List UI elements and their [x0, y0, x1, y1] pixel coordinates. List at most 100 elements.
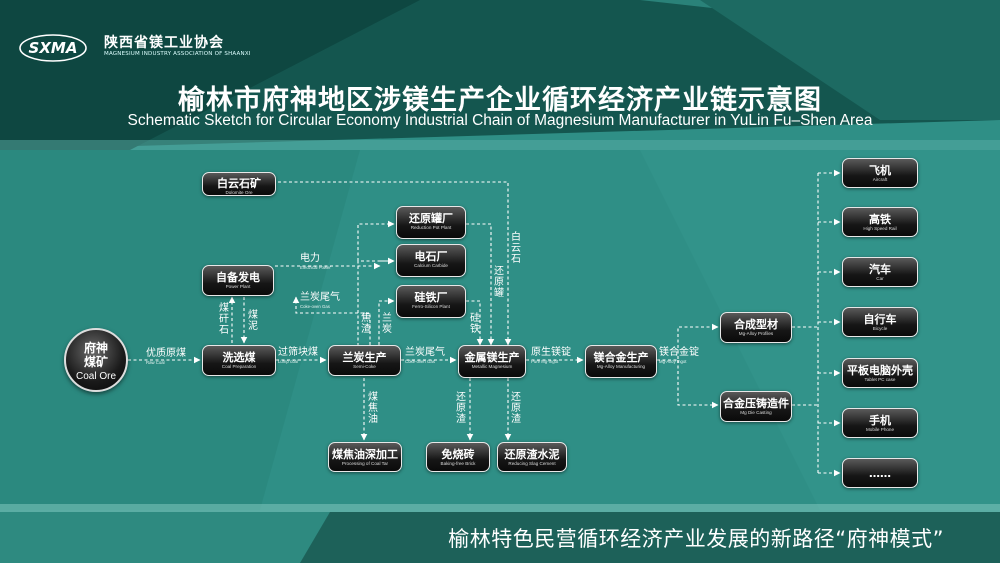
sxma-logo: SXMA — [19, 34, 87, 62]
footer-slogan: 榆林特色民营循环经济产业发展的新路径“府神模式” — [448, 527, 944, 551]
label-coke-gas-1-cn: 兰炭尾气 — [300, 292, 340, 303]
node-mg-alloy-cn: 镁合金生产 — [593, 351, 649, 364]
node-calcium-carbide-cn: 电石厂 — [414, 250, 448, 263]
page-title: 榆林市府神地区涉镁生产企业循环经济产业链示意图 — [178, 85, 822, 116]
product-aircraft-cn: 飞机 — [869, 164, 891, 177]
node-ferro-silicon-en: Ferro-Silicon Plant — [412, 304, 450, 309]
product-car-en: Car — [876, 276, 884, 281]
node-slag-cement-en: Reducing Slag Cement — [508, 461, 556, 466]
product-mobile-phone-cn: 手机 — [869, 414, 891, 427]
label-slime-cn: 煤泥 — [248, 310, 258, 332]
product-bicycle: 自行车 Bicycle — [842, 307, 918, 337]
node-alloy-profiles-cn: 合成型材 — [734, 318, 778, 331]
node-baking-free-brick-cn: 免烧砖 — [441, 448, 475, 461]
label-slag-2: 还原渣 — [511, 392, 523, 425]
label-slag-1: 还原渣 — [456, 392, 468, 425]
node-coal-tar-cn: 煤焦油深加工 — [332, 448, 398, 461]
node-coal-ore: 府神煤矿 Coal Ore — [64, 328, 128, 392]
product-bicycle-cn: 自行车 — [863, 313, 897, 326]
flow-arrows — [128, 169, 841, 477]
label-pure-ingot: 原生镁锭 Pure Mg-Ingot — [531, 347, 571, 364]
node-coal-preparation: 洗选煤 Coal Preparation — [202, 345, 276, 376]
label-coke-gas-2-cn: 兰炭尾气 — [405, 347, 445, 358]
label-pure-ingot-cn: 原生镁锭 — [531, 347, 571, 358]
node-reduction-pot-en: Reduction Pot Plant — [410, 225, 452, 230]
brand: SXMA 陕西省镁工业协会 MAGNESIUM INDUSTRY ASSOCIA… — [18, 28, 278, 68]
label-semicoke: 兰炭 — [382, 313, 394, 335]
label-coke-gas-2-en: Coke-oven Gas — [405, 359, 435, 364]
label-alloy-ingot-en: Mg-Alloy Ingot — [659, 359, 687, 364]
label-slime: 煤泥 — [248, 310, 260, 332]
product-tablet-case-en: Tablet PC case — [864, 377, 896, 382]
node-semi-coke-cn: 兰炭生产 — [342, 351, 387, 364]
node-semi-coke: 兰炭生产 Semi-Coke — [328, 345, 401, 376]
node-die-casting-en: Mg Die Casting — [740, 410, 772, 415]
node-mg-alloy-en: Mg-Alloy Manufacturing — [596, 364, 646, 369]
node-alloy-profiles-en: Mg-Alloy Profiles — [738, 331, 774, 336]
label-raw-coal-en: Raw Coal — [146, 360, 165, 365]
node-coal-ore-cn: 府神煤矿 — [83, 341, 108, 369]
product-more: …… — [842, 458, 918, 488]
node-power-plant: 自备发电 Power Plant — [202, 265, 274, 296]
product-car-cn: 汽车 — [869, 263, 891, 276]
node-power-plant-cn: 自备发电 — [216, 271, 260, 284]
label-reduction-tank-cn: 还原罐 — [494, 266, 504, 299]
label-coke-gas-1: 兰炭尾气 Coke-oven Gas — [300, 292, 340, 309]
label-semicoke-cn: 兰炭 — [382, 313, 392, 335]
label-coke: 焦渣 — [361, 313, 373, 335]
product-more-cn: …… — [869, 467, 891, 480]
node-dolomite-cn: 白云石矿 — [217, 177, 261, 190]
node-mg-alloy: 镁合金生产 Mg-Alloy Manufacturing — [585, 345, 657, 378]
label-coal-tar: 煤焦油 — [368, 392, 380, 425]
product-mobile-phone-en: Mobile Phone — [865, 427, 895, 432]
label-lump-coal-cn: 过筛块煤 — [278, 347, 318, 358]
brand-name-cn: 陕西省镁工业协会 — [104, 35, 224, 51]
label-pure-ingot-en: Pure Mg-Ingot — [531, 359, 559, 364]
page-subtitle: Schematic Sketch for Circular Economy In… — [127, 112, 873, 129]
node-slag-cement: 还原渣水泥 Reducing Slag Cement — [497, 442, 567, 472]
label-power-en: Electrical Power — [300, 265, 331, 270]
label-ferrosilicon: 硅铁 — [470, 313, 482, 335]
node-dolomite-en: Dolomite Ore — [225, 190, 253, 195]
label-raw-coal-cn: 优质原煤 — [146, 348, 186, 359]
node-coal-preparation-en: Coal Preparation — [221, 364, 257, 369]
node-coal-tar: 煤焦油深加工 Processing of Coal Tar — [328, 442, 402, 472]
logo-text: SXMA — [29, 39, 78, 57]
node-die-casting-cn: 合金压铸造件 — [723, 397, 789, 410]
label-gangue: 煤矸石 — [219, 303, 231, 336]
label-raw-coal: 优质原煤 Raw Coal — [146, 348, 186, 365]
product-aircraft: 飞机 Aircraft — [842, 158, 918, 188]
node-metallic-magnesium: 金属镁生产 Metallic Magnesium — [458, 345, 526, 378]
label-alloy-ingot: 镁合金锭 Mg-Alloy Ingot — [659, 347, 699, 364]
node-die-casting: 合金压铸造件 Mg Die Casting — [720, 391, 792, 422]
label-alloy-ingot-cn: 镁合金锭 — [659, 347, 699, 358]
label-coke-gas-2: 兰炭尾气 Coke-oven Gas — [405, 347, 445, 364]
node-dolomite: 白云石矿 Dolomite Ore — [202, 172, 276, 196]
node-calcium-carbide: 电石厂 Calcium Carbide — [396, 244, 466, 277]
node-baking-free-brick: 免烧砖 Baking-free Brick — [426, 442, 490, 472]
node-alloy-profiles: 合成型材 Mg-Alloy Profiles — [720, 312, 792, 343]
label-ferrosilicon-cn: 硅铁 — [470, 313, 480, 335]
product-high-speed-rail-cn: 高铁 — [869, 213, 891, 226]
node-calcium-carbide-en: Calcium Carbide — [414, 263, 448, 268]
product-tablet-case: 平板电脑外壳 Tablet PC case — [842, 358, 918, 388]
product-high-speed-rail-en: High Speed Rail — [863, 226, 897, 231]
label-dolomite-cn: 白云石 — [511, 232, 521, 265]
node-slag-cement-cn: 还原渣水泥 — [504, 448, 560, 461]
product-aircraft-en: Aircraft — [872, 177, 888, 182]
product-bus — [792, 173, 819, 473]
product-tablet-case-cn: 平板电脑外壳 — [847, 364, 913, 377]
label-slag-1-cn: 还原渣 — [456, 392, 466, 425]
label-power: 电力 Electrical Power — [300, 253, 331, 270]
product-mobile-phone: 手机 Mobile Phone — [842, 408, 918, 438]
node-power-plant-en: Power Plant — [225, 284, 251, 289]
node-coal-tar-en: Processing of Coal Tar — [341, 461, 389, 466]
node-metallic-magnesium-en: Metallic Magnesium — [471, 364, 513, 369]
label-coke-cn: 焦渣 — [361, 313, 371, 335]
node-reduction-pot-cn: 还原罐厂 — [409, 212, 453, 225]
product-bicycle-en: Bicycle — [872, 326, 888, 331]
node-baking-free-brick-en: Baking-free Brick — [440, 461, 476, 466]
label-lump-coal: 过筛块煤 Lump coal — [278, 347, 318, 364]
label-lump-coal-en: Lump coal — [278, 359, 298, 364]
